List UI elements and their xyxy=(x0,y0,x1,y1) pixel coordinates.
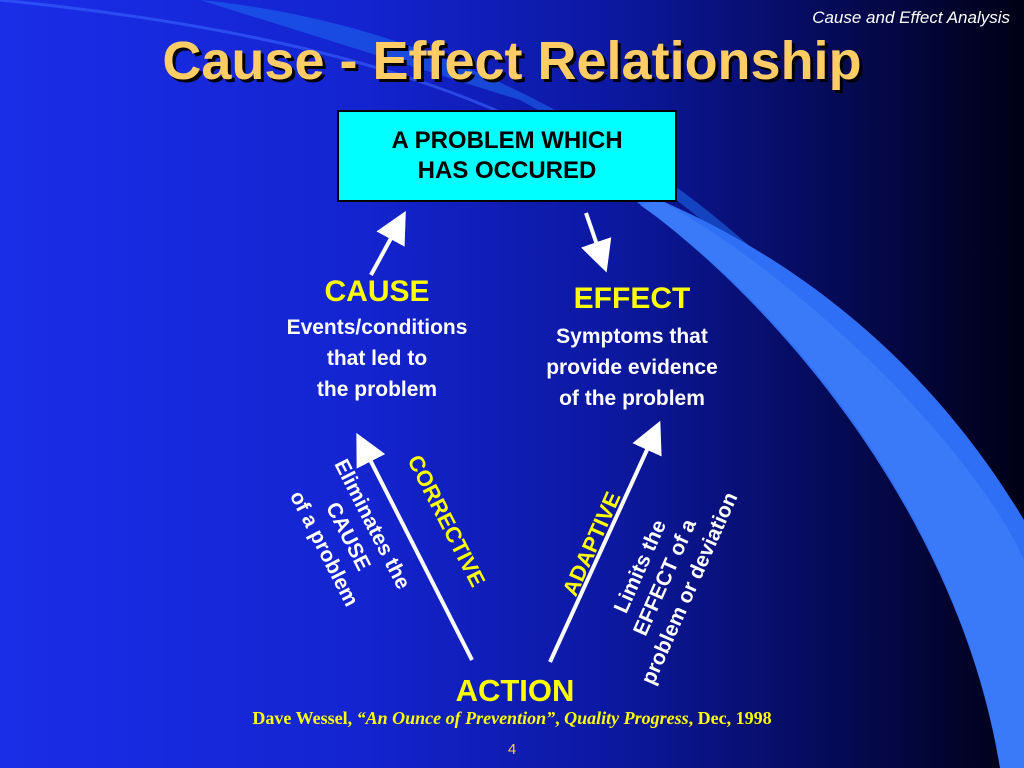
page-number: 4 xyxy=(507,741,517,758)
citation-journal: Quality Progress xyxy=(564,708,689,728)
problem-to-effect-arrow xyxy=(581,212,612,273)
citation-article: “An Ounce of Prevention” xyxy=(356,708,556,728)
corrective-arrow xyxy=(356,432,474,661)
slide-title: Cause - Effect Relationship xyxy=(162,31,862,91)
cause-to-problem-arrow xyxy=(369,210,406,276)
problem-text: A PROBLEM WHICH HAS OCCURED xyxy=(391,127,623,184)
citation-date: , Dec, 1998 xyxy=(688,708,772,728)
citation-separator: , xyxy=(555,708,565,728)
citation-author: Dave Wessel, xyxy=(252,708,357,728)
cause-heading: CAUSE xyxy=(324,275,430,308)
slide-header: Cause and Effect Analysis xyxy=(812,8,1010,27)
citation: Dave Wessel, “An Ounce of Prevention”, Q… xyxy=(0,708,1024,729)
problem-box: A PROBLEM WHICH HAS OCCURED xyxy=(337,110,677,202)
cause-description: Events/conditions that led to the proble… xyxy=(286,316,468,401)
action-label: ACTION xyxy=(455,673,575,708)
effect-description: Symptoms that provide evidence of the pr… xyxy=(546,325,718,410)
adaptive-arrow xyxy=(548,420,662,663)
effect-heading: EFFECT xyxy=(573,282,691,315)
